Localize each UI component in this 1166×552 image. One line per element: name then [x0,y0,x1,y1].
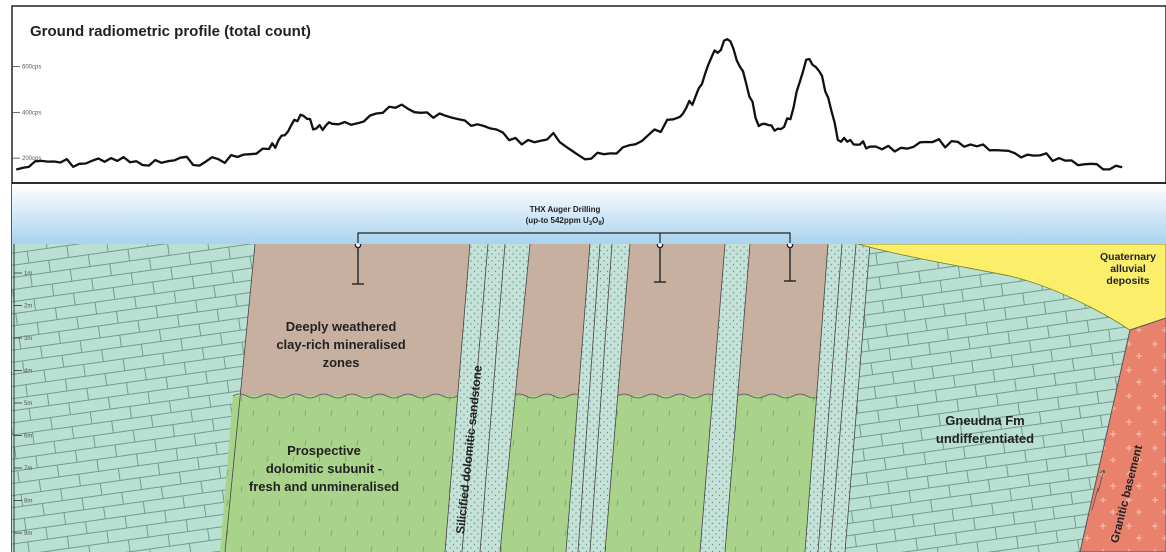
weathered-label-2: clay-rich mineralised [276,337,405,352]
geological-section: 1m 2m 3m 4m 5m 6m 7m 8m 9m Deeply weathered clay… [12,244,1166,552]
prospective-label-2: dolomitic subunit - [266,461,382,476]
depth-tick-label: 9m [24,531,32,537]
prospective-label-3: fresh and unmineralised [249,479,399,494]
silicified-sandstone-band-2 [566,244,630,552]
depth-tick-label: 7m [24,466,32,472]
granitic-basement [1079,317,1166,552]
sky-band [12,184,1166,244]
prospective-subunit [220,393,822,552]
quaternary-label-3: deposits [1106,275,1149,287]
silicified-sandstone-band-3 [700,244,750,552]
profile-y-axis: 200cps 400cps 600cps [12,65,41,162]
depth-tick-label: 5m [24,401,32,407]
fault-arrows [1091,469,1106,511]
silicified-sandstone-band-4 [805,244,870,552]
profile-title: Ground radiometric profile (total count) [30,23,311,40]
y-tick-label: 200cps [22,156,41,162]
depth-tick-label: 1m [24,271,32,277]
depth-tick-label: 3m [24,336,32,342]
drilling-bracket [357,232,791,243]
radiometric-profile-chart: Ground radiometric profile (total count)… [12,23,1166,200]
depth-tick-label: 4m [24,369,32,375]
depth-scale: 1m 2m 3m 4m 5m 6m 7m 8m 9m [14,271,32,537]
quaternary-label-2: alluvial [1110,263,1146,275]
weathered-label-3: zones [323,355,360,370]
gneudna-label-2: undifferentiated [936,431,1034,446]
drill-holes [352,244,796,285]
gneudna-label-1: Gneudna Fm [945,413,1024,428]
radiometric-line [15,38,1123,171]
y-tick-label: 600cps [22,65,41,71]
weathered-label-1: Deeply weathered [286,319,397,334]
drilling-label-line2: (up-to 542ppm U3O8) [526,216,605,227]
quaternary-label-1: Quaternary [1100,251,1156,263]
silicified-sandstone-band-1 [445,244,530,552]
drilling-label-line1: THX Auger Drilling [530,205,601,214]
depth-tick-label: 8m [24,499,32,505]
prospective-label-1: Prospective [287,443,361,458]
depth-tick-label: 6m [24,434,32,440]
y-tick-label: 400cps [22,110,41,116]
depth-tick-label: 2m [24,304,32,310]
